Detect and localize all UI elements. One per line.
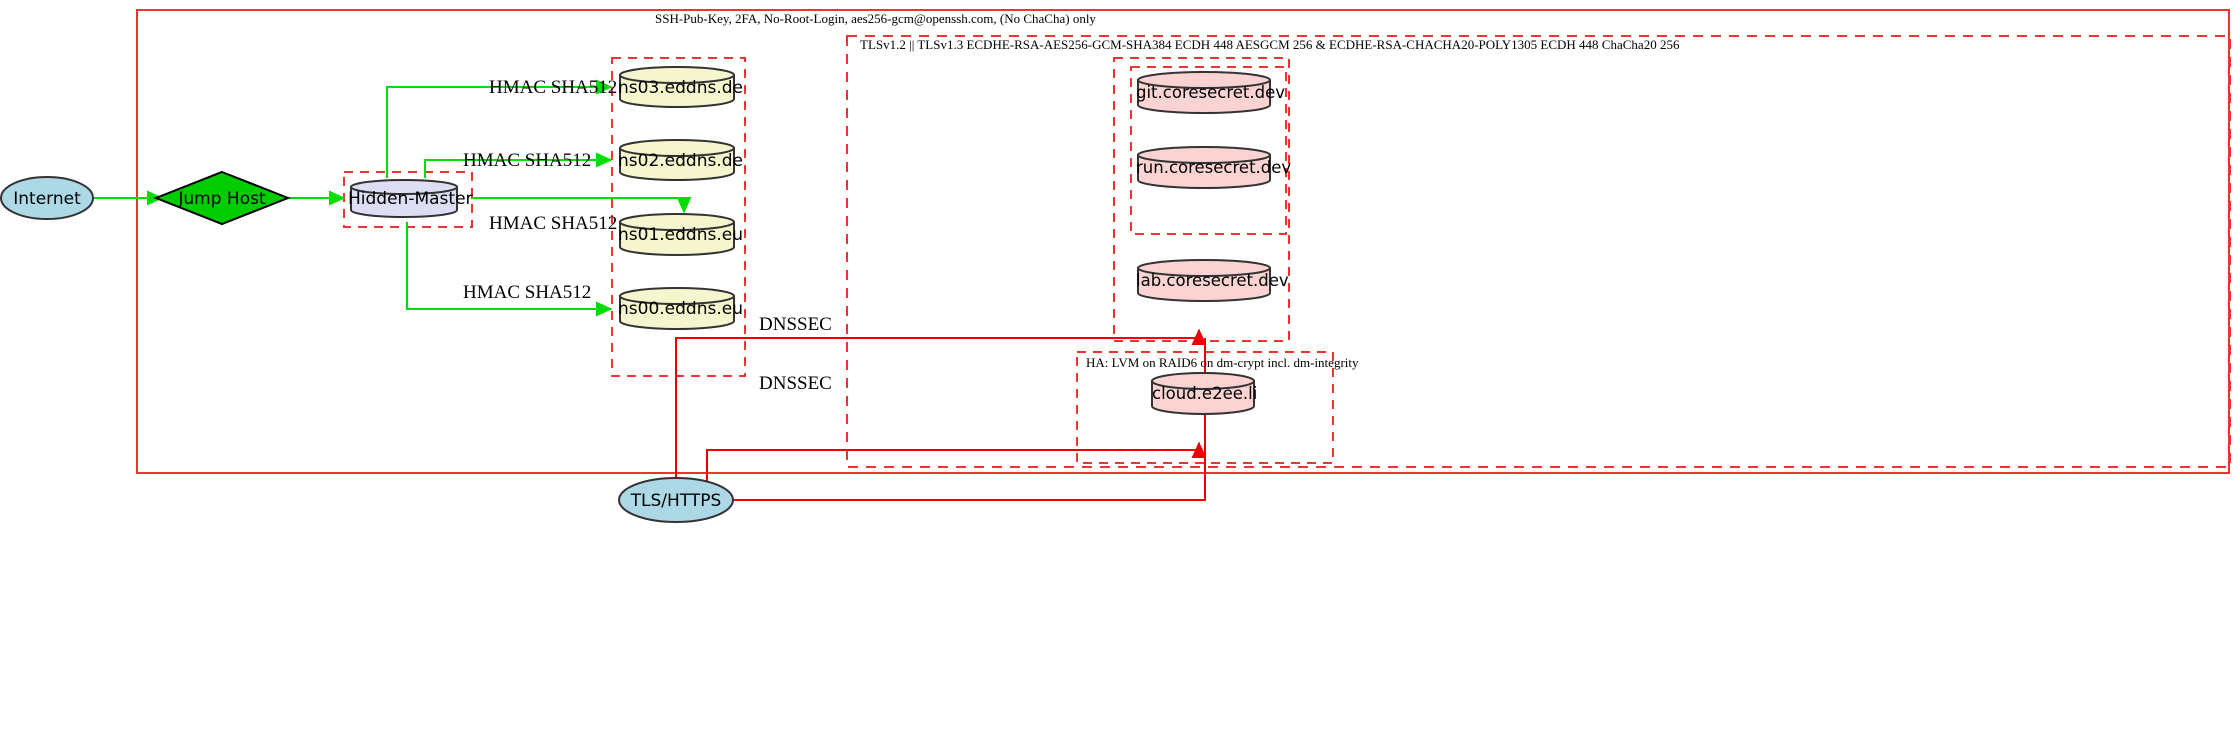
storage-boundary-label: HA: LVM on RAID6 on dm-crypt incl. dm-in… <box>1086 355 1359 370</box>
edge-master-ns01 <box>471 197 692 214</box>
node-ns03[interactable] <box>619 66 735 108</box>
tls-boundary-label: TLSv1.2 || TLSv1.3 ECDHE-RSA-AES256-GCM-… <box>860 37 1680 52</box>
edge-label-hmac-ns03: HMAC SHA512 <box>489 77 618 98</box>
edge-label-dnssec-upper: DNSSEC <box>759 314 832 335</box>
edge-label-dnssec-lower: DNSSEC <box>759 373 832 394</box>
edge-dnssec-lower <box>706 441 1207 500</box>
tls-boundary-box <box>846 35 2231 468</box>
node-lab-coresecret[interactable] <box>1137 259 1271 302</box>
node-ns02[interactable] <box>619 139 735 181</box>
node-tls-https[interactable] <box>618 477 734 523</box>
node-hidden-master[interactable] <box>350 179 458 218</box>
edge-dnssec-upper <box>675 328 1207 500</box>
node-ns00[interactable] <box>619 287 735 330</box>
node-run-coresecret[interactable] <box>1137 146 1271 189</box>
edge-master-ns00 <box>406 222 613 317</box>
node-cloud-e2ee[interactable] <box>1151 372 1255 415</box>
ssh-boundary-label: SSH-Pub-Key, 2FA, No-Root-Login, aes256-… <box>655 11 1096 26</box>
ns-cluster-box <box>611 57 746 377</box>
edge-master-ns02 <box>424 152 613 178</box>
node-internet[interactable] <box>0 176 94 220</box>
node-jump-host[interactable] <box>153 170 291 226</box>
edge-label-hmac-ns01: HMAC SHA512 <box>489 213 618 234</box>
edge-label-hmac-ns00: HMAC SHA512 <box>463 282 592 303</box>
node-ns01[interactable] <box>619 213 735 256</box>
node-git-coresecret[interactable] <box>1137 71 1271 114</box>
edge-master-ns03 <box>386 79 613 178</box>
coresecret-inner-box <box>1130 66 1287 235</box>
edge-label-hmac-ns02: HMAC SHA512 <box>463 150 592 171</box>
